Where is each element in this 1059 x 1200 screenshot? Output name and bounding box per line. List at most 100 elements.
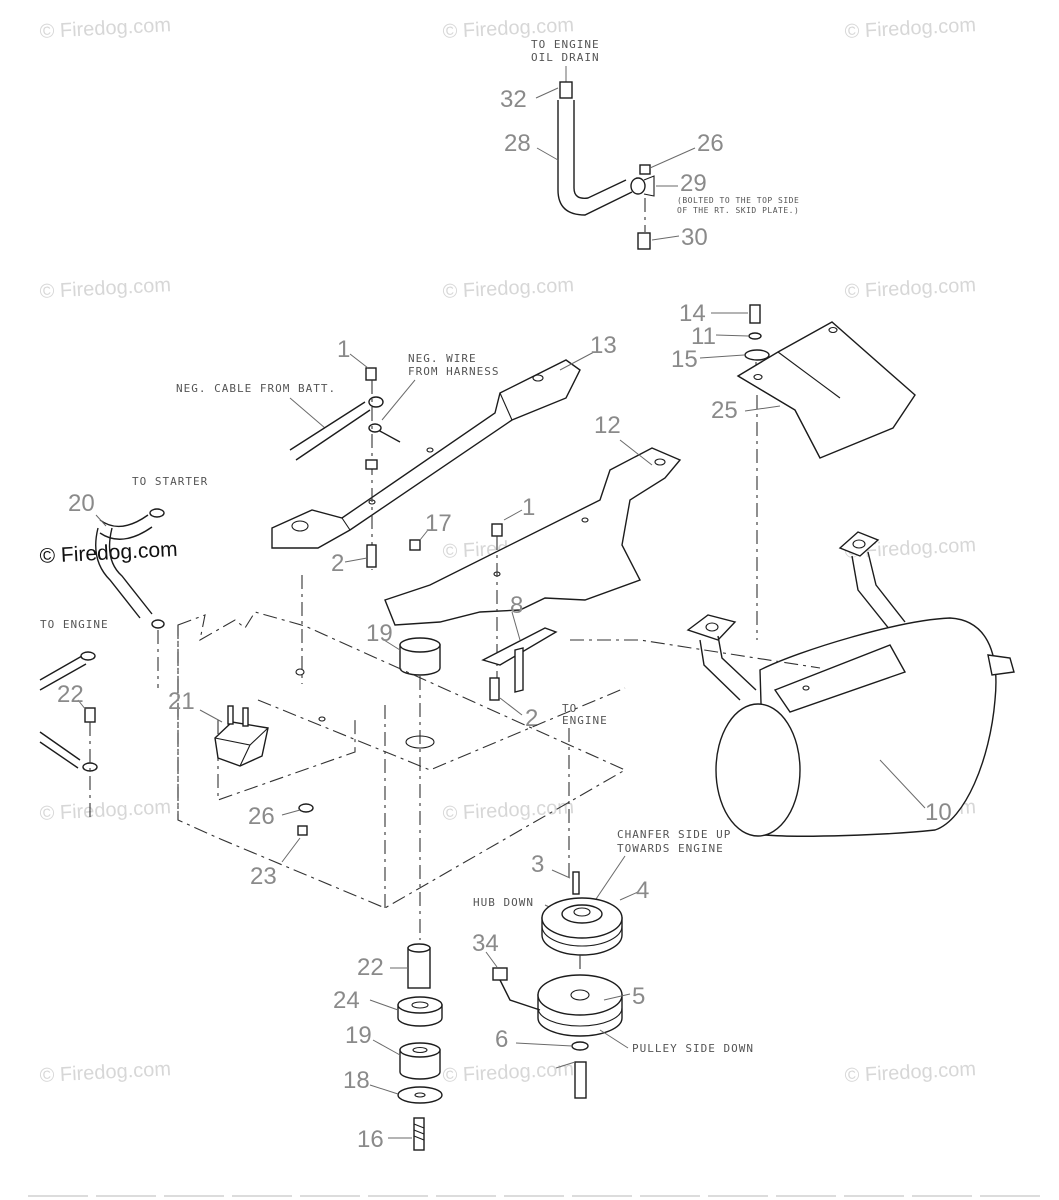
- part-number-15: 15: [671, 346, 698, 373]
- watermark: © Firedog.com: [442, 1058, 574, 1087]
- bracket-12: 12 1 17: [384, 412, 682, 680]
- bracket-13: 13: [271, 332, 617, 549]
- watermark: © Firedog.com: [442, 274, 574, 303]
- note-pulley-side-down: PULLEY SIDE DOWN: [632, 1042, 754, 1055]
- oil-drain-assembly: TO ENGINE OIL DRAIN 32 28 26 29 (BOLTED …: [500, 38, 799, 251]
- bracket-nut: [409, 539, 421, 551]
- note-from-harness: FROM HARNESS: [408, 365, 499, 378]
- note-engine: ENGINE: [562, 714, 608, 727]
- bracket-bolt: [489, 677, 500, 701]
- washer: [298, 803, 314, 813]
- isolator-upper: 19: [366, 620, 441, 940]
- part-number-24: 24: [333, 987, 360, 1014]
- watermark: © Firedog.com: [39, 14, 171, 43]
- flat-washer: [397, 1086, 443, 1104]
- bracket-bolt: [366, 544, 377, 568]
- watermark-dark: © Firedog.com: [39, 538, 178, 568]
- part-number-22: 22: [57, 681, 84, 708]
- part-number-30: 30: [681, 224, 708, 251]
- part-number-21: 21: [168, 688, 195, 715]
- part-number-11: 11: [691, 323, 716, 350]
- part-number-28: 28: [504, 130, 531, 157]
- part-number-23: 23: [250, 863, 277, 890]
- part-number-32: 32: [500, 86, 527, 113]
- note-skid-plate: OF THE RT. SKID PLATE.): [677, 206, 799, 215]
- watermark: © Firedog.com: [844, 1058, 976, 1087]
- part-number-29: 29: [680, 170, 707, 197]
- exhaust-flange: [686, 614, 737, 641]
- part-number-12: 12: [594, 412, 621, 439]
- part-number-19: 19: [366, 620, 393, 647]
- isolator-stack: 22 24 19 18 16: [333, 943, 443, 1153]
- solenoid-screw: [84, 707, 96, 723]
- exhaust-flange: [838, 531, 880, 557]
- watermark: © Firedog.com: [39, 796, 171, 825]
- starter-cable: TO STARTER 20: [68, 475, 208, 688]
- muffler-assembly: 10: [570, 531, 1015, 837]
- lock-washer: [748, 332, 762, 340]
- note-bolted: (BOLTED TO THE TOP SIDE: [677, 196, 799, 205]
- part-number-14: 14: [679, 300, 706, 327]
- part-number-8: 8: [510, 592, 523, 619]
- bracket-screw: [491, 523, 503, 537]
- part-number-2: 2: [331, 550, 344, 577]
- clamp-bolt: [637, 232, 651, 250]
- part-number-16: 16: [357, 1126, 384, 1153]
- watermark: © Firedog.com: [39, 1058, 171, 1087]
- note-chamfer: CHANFER SIDE UP: [617, 828, 731, 841]
- frame-outline: [177, 575, 627, 909]
- watermark: © Firedog.com: [442, 796, 574, 825]
- hose-clamp: [630, 177, 646, 195]
- note-towards-engine: TOWARDS ENGINE: [617, 842, 724, 855]
- part-number-17: 17: [425, 510, 452, 537]
- watermark: © Firedog.com: [844, 14, 976, 43]
- cable-upper: [99, 514, 153, 540]
- clutch-connector: [492, 967, 508, 981]
- part-number-18: 18: [343, 1067, 370, 1094]
- note-to-engine: TO ENGINE: [531, 38, 600, 51]
- clutch-bolt: [574, 1061, 587, 1099]
- drain-fitting: [559, 81, 573, 99]
- part-number-4: 4: [636, 877, 649, 904]
- part-number-10: 10: [925, 799, 952, 826]
- clutch-assembly: CHANFER SIDE UP TOWARDS ENGINE 3 HUB DOW…: [472, 828, 754, 1099]
- note-neg-cable: NEG. CABLE FROM BATT.: [176, 382, 336, 395]
- part-number-22: 22: [357, 954, 384, 981]
- part-number-19: 19: [345, 1022, 372, 1049]
- tailpipe: [987, 654, 1015, 676]
- part-number-13: 13: [590, 332, 617, 359]
- clutch-washer: [571, 1041, 589, 1051]
- rubber-isolator: [399, 1049, 441, 1080]
- cable-lower: [95, 527, 153, 619]
- shield-bolt: [749, 304, 761, 324]
- negative-cables: NEG. CABLE FROM BATT. NEG. WIRE FROM HAR…: [176, 336, 499, 577]
- clutch-key: [572, 871, 580, 895]
- engine-wire: [39, 655, 87, 691]
- spacer-sleeve: [407, 947, 431, 989]
- part-number-1: 1: [337, 336, 350, 363]
- note-to-starter: TO STARTER: [132, 475, 208, 488]
- watermark: © Firedog.com: [844, 274, 976, 303]
- flat-washer: [744, 349, 770, 361]
- muffler-end-cap: [715, 703, 801, 837]
- note-to-engine-left: TO ENGINE: [40, 618, 109, 631]
- solenoid-assembly: TO ENGINE 22 21 26 23: [39, 618, 314, 890]
- clamp-nut: [639, 164, 651, 175]
- part-number-5: 5: [632, 983, 645, 1010]
- note-hub-down: HUB DOWN: [473, 896, 534, 909]
- watermark: © Firedog.com: [39, 274, 171, 303]
- ground-nut: [365, 459, 378, 470]
- part-number-20: 20: [68, 490, 95, 517]
- rubber-isolator: [399, 644, 441, 676]
- nut: [297, 825, 308, 836]
- heat-shield-assembly: 14 11 15 25: [671, 300, 916, 640]
- muffler-bracket: [773, 644, 907, 713]
- part-number-26: 26: [697, 130, 724, 157]
- part-number-6: 6: [495, 1026, 508, 1053]
- note-to: TO: [562, 702, 577, 715]
- mount-bracket: [384, 447, 682, 626]
- part-number-26: 26: [248, 803, 275, 830]
- heat-shield: [736, 321, 916, 459]
